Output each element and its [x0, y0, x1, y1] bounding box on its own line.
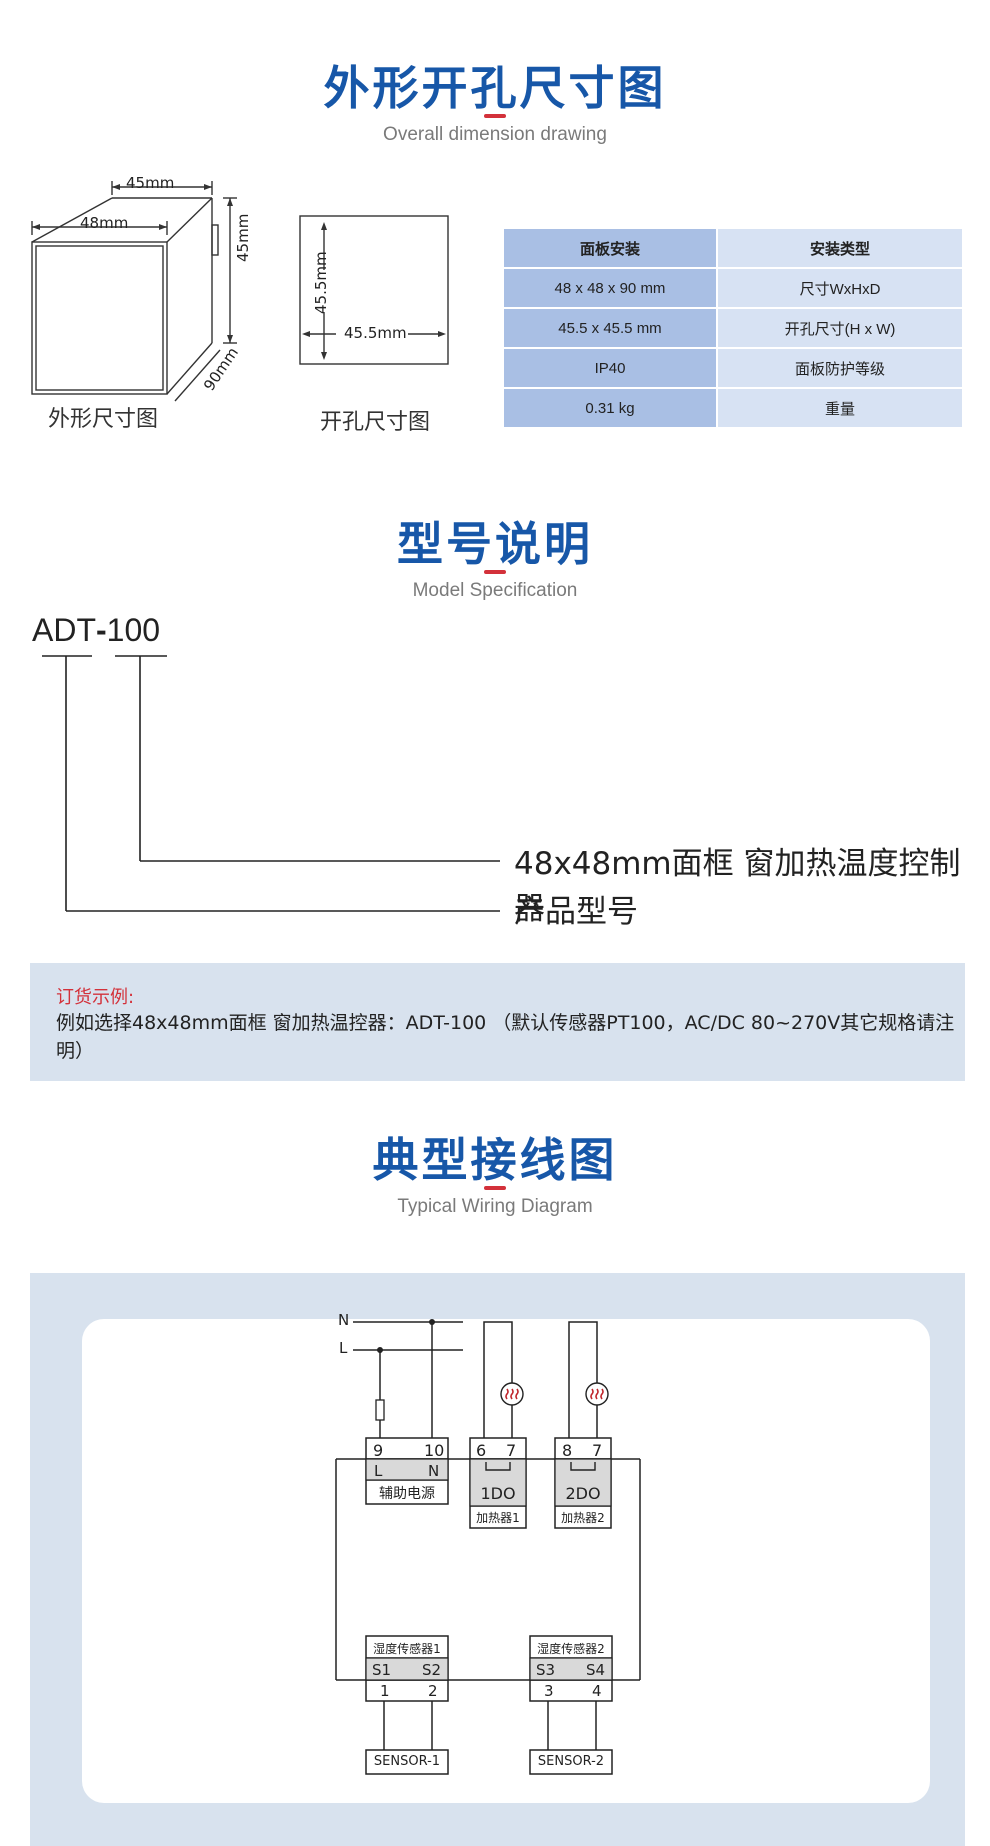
section-title-wiring: 典型接线图	[372, 1133, 618, 1187]
outline-caption: 外形尺寸图	[48, 407, 159, 432]
heater-icon	[500, 1382, 524, 1406]
cutout-dimension-drawing	[299, 215, 449, 365]
fuse-icon	[375, 1399, 385, 1421]
terminal-4: 4	[592, 1682, 602, 1700]
terminal-10: 10	[424, 1441, 445, 1460]
table-row: 48 x 48 x 90 mm 尺寸WxHxD	[502, 267, 964, 309]
terminal-1: 1	[380, 1682, 390, 1700]
heater-icon	[585, 1382, 609, 1406]
terminal-7b: 7	[592, 1441, 603, 1460]
cutout-caption: 开孔尺寸图	[320, 410, 431, 435]
terminal-9: 9	[373, 1441, 384, 1460]
terminal-6: 6	[476, 1441, 487, 1460]
terminal-3: 3	[544, 1682, 554, 1700]
sensor2-label: SENSOR-2	[537, 1754, 605, 1769]
table-cell: 45.5 x 45.5 mm	[502, 307, 718, 349]
title-underline	[484, 114, 506, 118]
table-cell: 开孔尺寸(H x W)	[716, 307, 964, 349]
order-example-title: 订货示例:	[56, 987, 135, 1008]
model-desc-frame: 48x48mm面框 窗加热温度控制器	[514, 846, 961, 927]
do2-label: 2DO	[565, 1484, 601, 1503]
outline-dimension-drawing	[31, 181, 237, 402]
title-underline	[484, 1186, 506, 1190]
pin-n-label: N	[428, 1462, 440, 1480]
do1-label: 1DO	[480, 1484, 516, 1503]
section-title-model: 型号说明	[397, 517, 593, 571]
table-cell: 尺寸WxHxD	[716, 267, 964, 309]
dim-front-label: 48mm	[80, 214, 129, 232]
title-underline	[484, 570, 506, 574]
dim-top-label: 45mm	[126, 174, 175, 192]
pin-s3: S3	[536, 1661, 556, 1679]
sensor1-label: SENSOR-1	[373, 1754, 441, 1769]
terminal-7a: 7	[506, 1441, 517, 1460]
spec-table: 面板安装 安装类型 48 x 48 x 90 mm 尺寸WxHxD 45.5 x…	[502, 227, 964, 429]
humidity-sensor2-label: 湿度传感器2	[537, 1642, 605, 1656]
section-subtitle-dimension: Overall dimension drawing	[383, 124, 607, 145]
model-leader-lines	[42, 655, 500, 912]
model-code: ADT-100	[32, 612, 160, 649]
heater1-label: 加热器1	[476, 1511, 520, 1525]
table-row: 45.5 x 45.5 mm 开孔尺寸(H x W)	[502, 307, 964, 349]
line-l-label: L	[339, 1339, 348, 1357]
model-dash: -	[96, 612, 107, 648]
section-subtitle-wiring: Typical Wiring Diagram	[397, 1196, 593, 1217]
table-cell: IP40	[502, 347, 718, 389]
table-row: IP40 面板防护等级	[502, 347, 964, 389]
pin-l-label: L	[374, 1462, 383, 1480]
section-title-dimension: 外形开孔尺寸图	[323, 61, 667, 115]
pin-s1: S1	[372, 1661, 392, 1679]
order-example-text: 例如选择48x48mm面框 窗加热温控器：ADT-100 （默认传感器PT100…	[56, 1012, 955, 1062]
table-cell: 48 x 48 x 90 mm	[502, 267, 718, 309]
aux-power-label: 辅助电源	[379, 1486, 435, 1502]
pin-s4: S4	[586, 1661, 606, 1679]
table-header-cell: 面板安装	[502, 227, 718, 269]
section-subtitle-model: Model Specification	[412, 580, 578, 601]
table-cell: 重量	[716, 387, 964, 429]
order-example-box: 订货示例: 例如选择48x48mm面框 窗加热温控器：ADT-100 （默认传感…	[30, 963, 965, 1081]
model-suffix: 100	[106, 612, 161, 648]
table-header-row: 面板安装 安装类型	[502, 227, 964, 269]
cutout-dim-h-label: 45.5mm	[344, 324, 407, 342]
heater2-label: 加热器2	[561, 1511, 605, 1525]
terminal-2: 2	[428, 1682, 438, 1700]
table-cell: 面板防护等级	[716, 347, 964, 389]
pin-s2: S2	[422, 1661, 442, 1679]
line-n-label: N	[338, 1311, 350, 1329]
humidity-sensor1-label: 湿度传感器1	[373, 1642, 441, 1656]
model-prefix: ADT	[32, 612, 96, 648]
table-row: 0.31 kg 重量	[502, 387, 964, 429]
table-header-cell: 安装类型	[716, 227, 964, 269]
model-desc-type: 产品型号	[514, 894, 638, 930]
terminal-8: 8	[562, 1441, 573, 1460]
table-cell: 0.31 kg	[502, 387, 718, 429]
